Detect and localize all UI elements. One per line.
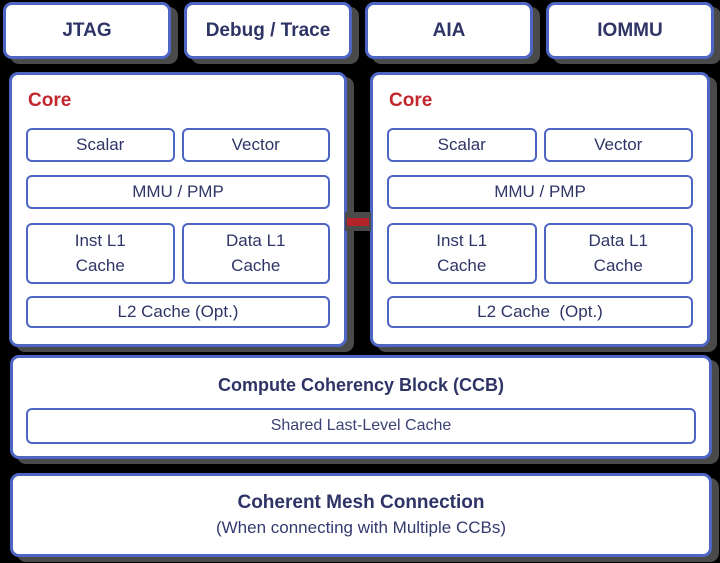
l2-cache: L2 Cache (Opt.)	[26, 296, 330, 328]
vector-unit: Vector	[181, 128, 330, 162]
block-jtag: JTAG	[3, 2, 171, 59]
block-aia: AIA	[365, 2, 533, 59]
core-unit-row: Scalar Vector	[26, 128, 330, 162]
scalar-unit: Scalar	[26, 128, 175, 162]
vector-unit: Vector	[543, 128, 693, 162]
ccb-title: Compute Coherency Block (CCB)	[217, 375, 505, 395]
core-unit-row: Scalar Vector	[387, 128, 693, 162]
data-l1-cache: Data L1 Cache	[543, 223, 693, 284]
mesh-subtitle: (When connecting with Multiple CCBs)	[215, 518, 507, 537]
core-block-left: Core Scalar Vector MMU / PMP Inst L1 Cac…	[9, 72, 347, 347]
core-block-right: Core Scalar Vector MMU / PMP Inst L1 Cac…	[370, 72, 710, 347]
shared-llc-box: Shared Last-Level Cache	[26, 408, 696, 444]
mmu-pmp-unit: MMU / PMP	[26, 175, 330, 209]
block-debug-trace-label: Debug / Trace	[205, 19, 331, 41]
core-cache-row: Inst L1 Cache Data L1 Cache	[387, 223, 693, 284]
mmu-pmp-unit: MMU / PMP	[387, 175, 693, 209]
data-l1-cache: Data L1 Cache	[181, 223, 330, 284]
core-interconnect-red-bar	[347, 217, 369, 226]
block-iommu: IOMMU	[546, 2, 714, 59]
block-aia-label: AIA	[432, 19, 466, 41]
block-jtag-label: JTAG	[62, 19, 112, 41]
block-iommu-label: IOMMU	[597, 19, 663, 41]
mesh-title: Coherent Mesh Connection	[237, 492, 485, 513]
core-title: Core	[389, 90, 433, 111]
core-title: Core	[28, 90, 72, 111]
core-cache-row: Inst L1 Cache Data L1 Cache	[26, 223, 330, 284]
scalar-unit: Scalar	[387, 128, 537, 162]
core-interconnect-link	[345, 212, 371, 231]
inst-l1-cache: Inst L1 Cache	[387, 223, 537, 284]
ccb-block: Compute Coherency Block (CCB) Shared Las…	[10, 355, 712, 459]
mesh-block: Coherent Mesh Connection (When connectin…	[10, 473, 712, 557]
top-io-row: JTAG Debug / Trace AIA IOMMU	[3, 2, 714, 59]
inst-l1-cache: Inst L1 Cache	[26, 223, 175, 284]
l2-cache: L2 Cache (Opt.)	[387, 296, 693, 328]
block-debug-trace: Debug / Trace	[184, 2, 352, 59]
